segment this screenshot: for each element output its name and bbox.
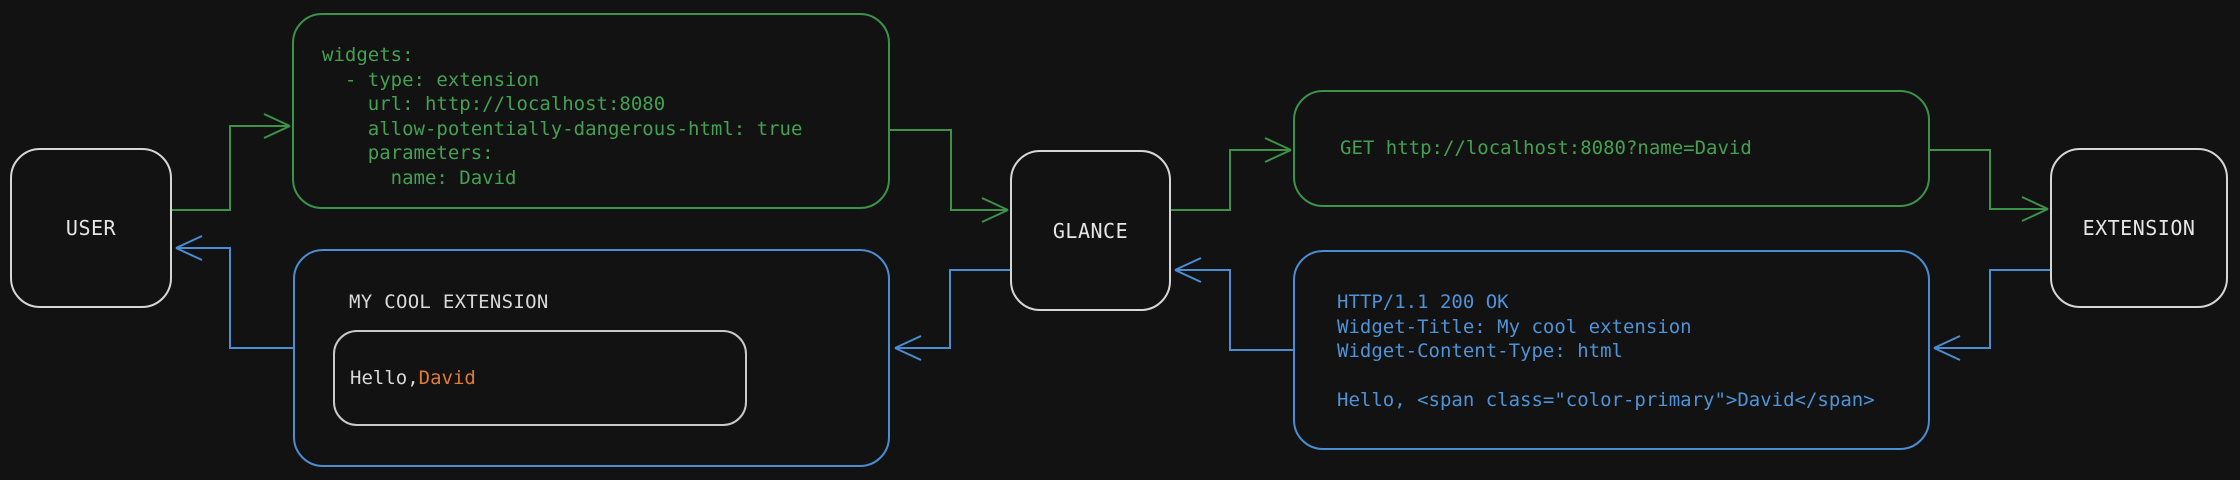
request-arrow-config-to-glance (890, 129, 1009, 223)
request-arrow-user-to-config (172, 113, 291, 211)
widget-title: MY COOL EXTENSION (349, 291, 549, 313)
widget-config-yaml-box: widgets: - type: extension url: http://l… (292, 13, 890, 209)
http-request-line: GET http://localhost:8080?name=David (1340, 137, 1752, 160)
http-response-code: HTTP/1.1 200 OK Widget-Title: My cool ex… (1337, 291, 1875, 411)
greeting-prefix: Hello, (350, 367, 419, 389)
widget-greeting-card: Hello, David (333, 330, 747, 426)
response-arrow-widget-to-user (175, 235, 293, 349)
greeting-name: David (418, 367, 476, 389)
response-arrow-extension-to-response (1933, 269, 2050, 361)
http-response-box: HTTP/1.1 200 OK Widget-Title: My cool ex… (1293, 250, 1930, 450)
node-glance-label: GLANCE (1052, 218, 1129, 243)
node-user: USER (10, 148, 172, 308)
request-arrow-get-to-extension (1930, 149, 2049, 222)
http-request-box: GET http://localhost:8080?name=David (1293, 90, 1930, 207)
request-arrow-glance-to-get (1171, 137, 1292, 211)
widget-config-yaml-code: widgets: - type: extension url: http://l… (322, 44, 803, 189)
node-glance: GLANCE (1010, 150, 1171, 311)
node-extension-label: EXTENSION (2082, 216, 2196, 240)
node-user-label: USER (65, 216, 117, 240)
response-arrow-glance-to-widget (894, 269, 1010, 361)
rendered-widget-box: MY COOL EXTENSION (293, 249, 890, 467)
node-extension: EXTENSION (2050, 148, 2228, 308)
response-arrow-response-to-glance (1174, 257, 1293, 351)
